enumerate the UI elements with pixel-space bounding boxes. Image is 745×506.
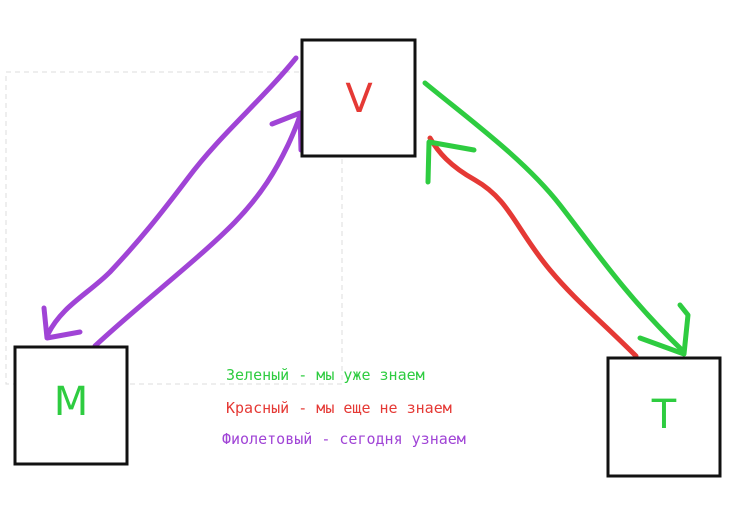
legend: Зеленый - мы уже знаем Красный - мы еще … [222,366,466,448]
node-t: T [606,356,722,478]
node-v-box [300,38,417,158]
arrow-v-to-m [41,55,299,341]
legend-green: Зеленый - мы уже знаем [226,366,425,384]
node-m: M [13,345,129,466]
node-m-box [13,345,129,466]
arrow-m-to-v [92,110,304,349]
node-t-label: T [651,392,677,438]
legend-red: Красный - мы еще не знаем [226,399,452,417]
node-v-label: V [345,76,373,122]
node-t-box [606,356,722,478]
arrow-v-to-t [422,80,691,357]
arrow-t-to-v [425,135,639,359]
node-m-label: M [54,379,89,425]
legend-purple: Фиолетовый - сегодня узнаем [222,430,466,448]
node-v: V [300,38,417,158]
